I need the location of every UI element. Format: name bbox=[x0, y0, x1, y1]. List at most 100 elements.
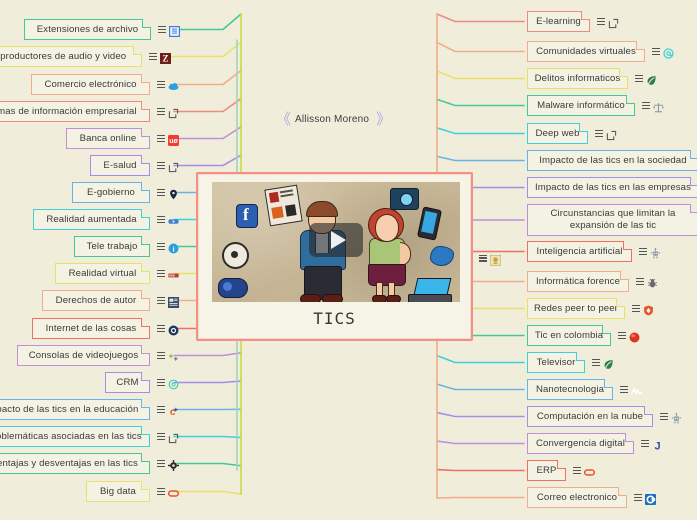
mindmap-node[interactable]: Circunstancias que limitan la expansión … bbox=[527, 202, 697, 236]
mindmap-node[interactable]: Sistemas de información empresarial bbox=[0, 99, 151, 122]
node-menu-icon[interactable] bbox=[157, 352, 165, 359]
node-menu-icon[interactable] bbox=[573, 467, 581, 474]
mindmap-node[interactable]: Televisor bbox=[527, 350, 586, 373]
node-menu-icon[interactable] bbox=[157, 243, 165, 250]
mindmap-node[interactable]: Tele trabajo bbox=[74, 234, 151, 257]
node-menu-icon[interactable] bbox=[157, 216, 165, 223]
mindmap-node[interactable]: Computación en la nube bbox=[527, 404, 654, 427]
node-meta[interactable] bbox=[642, 100, 664, 113]
node-meta[interactable] bbox=[636, 276, 658, 288]
mindmap-node[interactable]: Impacto de las tics en la sociedad bbox=[527, 148, 697, 171]
node-meta[interactable] bbox=[157, 187, 179, 200]
node-meta[interactable]: uø bbox=[157, 133, 179, 146]
node-menu-icon[interactable] bbox=[634, 494, 642, 501]
node-meta[interactable] bbox=[157, 214, 179, 226]
node-meta[interactable]: Z bbox=[149, 51, 171, 64]
mindmap-node[interactable]: Consolas de videojuegos bbox=[17, 343, 151, 366]
mindmap-node[interactable]: Impacto de las tics en la educación bbox=[0, 397, 151, 420]
node-meta[interactable] bbox=[157, 295, 179, 308]
node-meta[interactable] bbox=[634, 492, 656, 505]
node-meta[interactable] bbox=[618, 330, 640, 343]
node-menu-icon[interactable] bbox=[157, 379, 165, 386]
mindmap-node[interactable]: ERP bbox=[527, 458, 567, 481]
node-meta[interactable] bbox=[157, 160, 179, 173]
node-meta[interactable] bbox=[597, 16, 619, 29]
node-menu-icon[interactable] bbox=[642, 102, 650, 109]
mindmap-node[interactable]: Realidad virtual bbox=[55, 261, 151, 284]
mindmap-node[interactable]: Nanotecnologia bbox=[527, 377, 614, 400]
center-side-meta[interactable] bbox=[479, 252, 502, 266]
node-meta[interactable] bbox=[157, 377, 179, 390]
node-menu-icon[interactable] bbox=[157, 460, 165, 467]
mindmap-node[interactable]: Informática forence bbox=[527, 269, 630, 292]
mindmap-node[interactable]: Extensiones de archivo bbox=[24, 17, 152, 40]
node-meta[interactable] bbox=[157, 486, 180, 498]
mindmap-node[interactable]: Malware informático bbox=[527, 93, 636, 116]
mindmap-node[interactable]: Ventajas y desventajas en las tics bbox=[0, 451, 151, 474]
node-meta[interactable] bbox=[635, 73, 657, 85]
node-menu-icon[interactable] bbox=[618, 332, 626, 339]
node-menu-icon[interactable] bbox=[592, 359, 600, 366]
node-meta[interactable]: c bbox=[157, 404, 179, 418]
node-meta[interactable] bbox=[660, 411, 682, 424]
node-menu-icon[interactable] bbox=[660, 413, 668, 420]
mindmap-node[interactable]: Derechos de autor bbox=[42, 288, 151, 311]
mindmap-node[interactable]: Problemáticas asociadas en las tics bbox=[0, 424, 151, 447]
node-menu-icon[interactable] bbox=[157, 189, 165, 196]
node-menu-icon[interactable] bbox=[479, 254, 487, 262]
node-meta[interactable] bbox=[573, 465, 596, 477]
node-meta[interactable] bbox=[595, 128, 617, 141]
node-meta[interactable] bbox=[157, 350, 179, 362]
play-button[interactable] bbox=[309, 222, 363, 257]
mindmap-node[interactable]: Correo electronico bbox=[527, 485, 628, 508]
node-menu-icon[interactable] bbox=[157, 406, 165, 413]
mindmap-node[interactable]: Comercio electrónico bbox=[31, 72, 151, 95]
node-menu-icon[interactable] bbox=[157, 270, 165, 277]
node-meta[interactable]: J bbox=[641, 438, 663, 452]
node-menu-icon[interactable] bbox=[157, 488, 165, 495]
node-meta[interactable] bbox=[158, 24, 181, 38]
node-meta[interactable]: i bbox=[157, 241, 179, 254]
node-menu-icon[interactable] bbox=[157, 135, 165, 142]
node-menu-icon[interactable] bbox=[632, 305, 640, 312]
node-meta[interactable] bbox=[620, 384, 642, 396]
node-menu-icon[interactable] bbox=[157, 297, 165, 304]
mindmap-node[interactable]: CRM bbox=[105, 370, 151, 393]
mindmap-node[interactable]: Delitos informaticos bbox=[527, 66, 629, 89]
node-menu-icon[interactable] bbox=[652, 48, 660, 55]
mindmap-node[interactable]: Big data bbox=[86, 479, 151, 502]
node-menu-icon[interactable] bbox=[641, 440, 649, 447]
node-menu-icon[interactable] bbox=[639, 248, 647, 255]
node-menu-icon[interactable] bbox=[157, 81, 165, 88]
mindmap-node[interactable]: E-learning bbox=[527, 9, 591, 32]
mindmap-node[interactable]: Banca online bbox=[66, 126, 151, 149]
node-meta[interactable] bbox=[592, 357, 614, 369]
node-meta[interactable] bbox=[639, 246, 661, 259]
mindmap-node[interactable]: Internet de las cosas bbox=[32, 316, 151, 339]
mindmap-node[interactable]: Convergencia digital bbox=[527, 431, 635, 454]
node-menu-icon[interactable] bbox=[149, 53, 157, 60]
node-menu-icon[interactable] bbox=[597, 18, 605, 25]
node-meta[interactable] bbox=[632, 303, 654, 316]
mindmap-node[interactable]: Realidad aumentada bbox=[33, 207, 151, 230]
node-menu-icon[interactable] bbox=[157, 162, 165, 169]
node-meta[interactable] bbox=[157, 458, 179, 471]
node-meta[interactable] bbox=[652, 46, 674, 59]
node-menu-icon[interactable] bbox=[635, 75, 643, 82]
node-menu-icon[interactable] bbox=[157, 325, 165, 332]
node-meta[interactable] bbox=[157, 106, 179, 119]
node-meta[interactable] bbox=[157, 431, 179, 444]
node-meta[interactable] bbox=[157, 79, 179, 91]
node-menu-icon[interactable] bbox=[620, 386, 628, 393]
mindmap-node[interactable]: Inteligencia artificial bbox=[527, 239, 633, 262]
mindmap-node[interactable]: Deep web bbox=[527, 121, 589, 144]
mindmap-node[interactable]: Tic en colombia bbox=[527, 323, 612, 346]
node-menu-icon[interactable] bbox=[157, 433, 165, 440]
node-menu-icon[interactable] bbox=[158, 26, 166, 33]
mindmap-node[interactable]: Impacto de las tics en las empresas bbox=[527, 175, 697, 198]
central-topic-card[interactable]: TICS bbox=[196, 172, 473, 341]
node-meta[interactable] bbox=[157, 323, 179, 336]
video-thumbnail[interactable] bbox=[212, 182, 460, 302]
mindmap-node[interactable]: E-gobierno bbox=[72, 180, 151, 203]
node-meta[interactable] bbox=[157, 268, 179, 280]
